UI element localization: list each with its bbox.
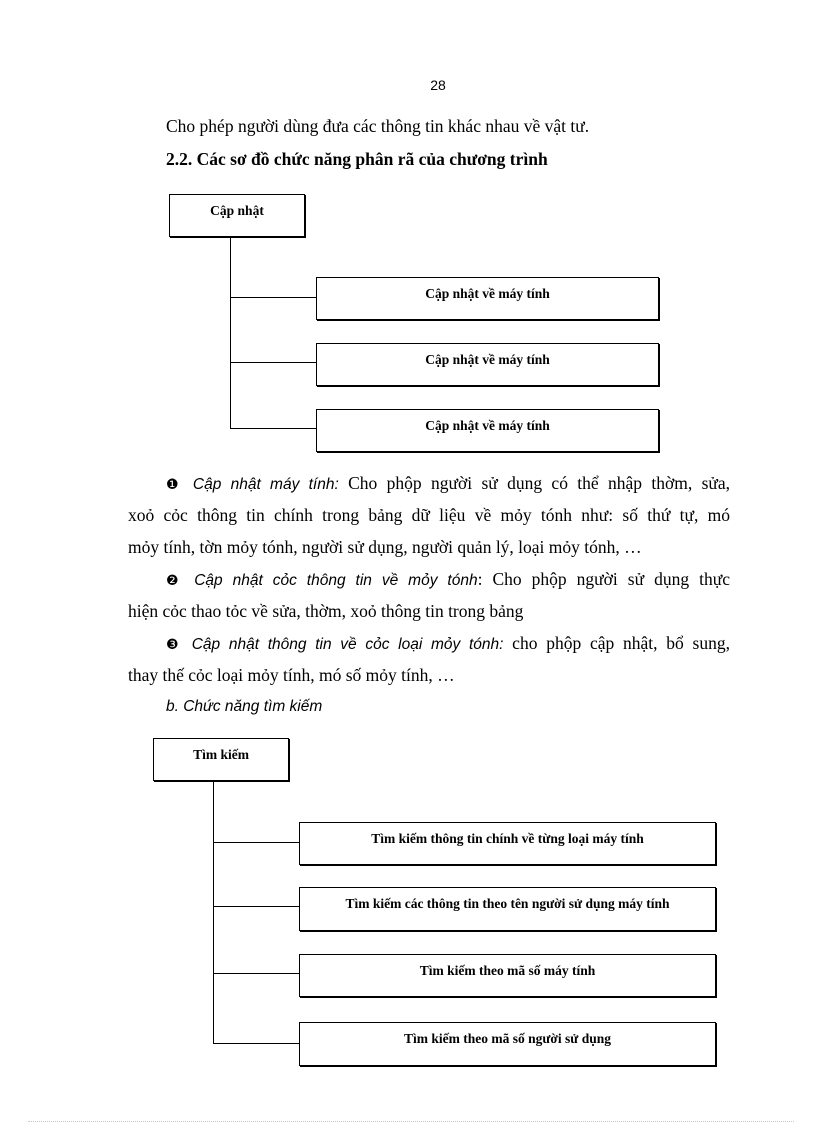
search-root-box: Tìm kiếm: [153, 738, 289, 781]
search-branch-line: [213, 906, 299, 907]
bullet-3-text: cho phộp cập nhật, bổ sung,: [503, 633, 730, 653]
update-child-box: Cập nhật về máy tính: [316, 277, 659, 320]
update-branch-line: [230, 428, 316, 429]
bullet-3-marker: ❸: [166, 637, 183, 653]
bullet-1-term: Cập nhật máy tính:: [192, 476, 339, 493]
search-branch-line: [213, 973, 299, 974]
page-footer-divider: [28, 1121, 794, 1122]
search-child-label: Tìm kiếm theo mã số máy tính: [419, 963, 596, 978]
update-child-label: Cập nhật về máy tính: [425, 418, 550, 433]
bullet-1-text: Cho phộp người sử dụng có thể nhập thờm,…: [338, 473, 731, 493]
bullet-3-term: Cập nhật thông tin về cỏc loại mỏy tónh:: [191, 636, 504, 653]
update-child-label: Cập nhật về máy tính: [425, 352, 550, 367]
search-branch-line: [213, 1043, 299, 1044]
bullet-2-line-2: hiện cỏc thao tỏc về sửa, thờm, xoỏ thôn…: [128, 601, 524, 621]
search-child-box: Tìm kiếm thông tin chính về từng loại má…: [299, 822, 716, 865]
bullet-2-marker: ❷: [166, 573, 185, 589]
update-trunk-line: [230, 237, 231, 429]
search-root-label: Tìm kiếm: [193, 747, 249, 762]
bullet-1-line-2: xoỏ cỏc thông tin chính trong bảng dữ li…: [128, 505, 730, 525]
bullet-2-line-1: ❷ Cập nhật cỏc thông tin về mỏy tónh: Ch…: [166, 569, 730, 591]
bullet-1-marker: ❶: [166, 477, 184, 493]
search-child-box: Tìm kiếm theo mã số máy tính: [299, 954, 716, 997]
search-branch-line: [213, 842, 299, 843]
search-child-label: Tìm kiếm theo mã số người sử dụng: [403, 1031, 612, 1046]
update-branch-line: [230, 297, 316, 298]
search-child-box: Tìm kiếm theo mã số người sử dụng: [299, 1022, 716, 1066]
update-child-box: Cập nhật về máy tính: [316, 343, 659, 386]
search-sub-heading: b. Chức năng tìm kiếm: [166, 698, 323, 715]
update-child-label: Cập nhật về máy tính: [425, 286, 550, 301]
search-child-box: Tìm kiếm các thông tin theo tên người sử…: [299, 887, 716, 931]
bullet-2-text: : Cho phộp người sử dụng thực: [477, 569, 731, 589]
bullet-3-line-1: ❸ Cập nhật thông tin về cỏc loại mỏy tón…: [166, 633, 730, 655]
section-heading: 2.2. Các sơ đồ chức năng phân rã của chư…: [166, 149, 548, 169]
search-child-label: Tìm kiếm thông tin chính về từng loại má…: [371, 831, 644, 846]
update-branch-line: [230, 362, 316, 363]
bullet-2-term: Cập nhật cỏc thông tin về mỏy tónh: [194, 572, 478, 589]
search-trunk-line: [213, 781, 214, 1044]
update-root-label: Cập nhật: [210, 203, 264, 218]
bullet-1-line-3: mỏy tính, tờn mỏy tónh, người sử dụng, n…: [128, 537, 642, 557]
search-child-label: Tìm kiếm các thông tin theo tên người sử…: [345, 896, 670, 911]
page-number: 28: [430, 77, 446, 93]
bullet-1-line-1: ❶ Cập nhật máy tính: Cho phộp người sử d…: [166, 473, 730, 495]
update-child-box: Cập nhật về máy tính: [316, 409, 659, 452]
bullet-3-line-2: thay thế cỏc loại mỏy tính, mó số mỏy tí…: [128, 665, 455, 685]
intro-line: Cho phép người dùng đưa các thông tin kh…: [166, 116, 590, 136]
update-root-box: Cập nhật: [169, 194, 305, 237]
